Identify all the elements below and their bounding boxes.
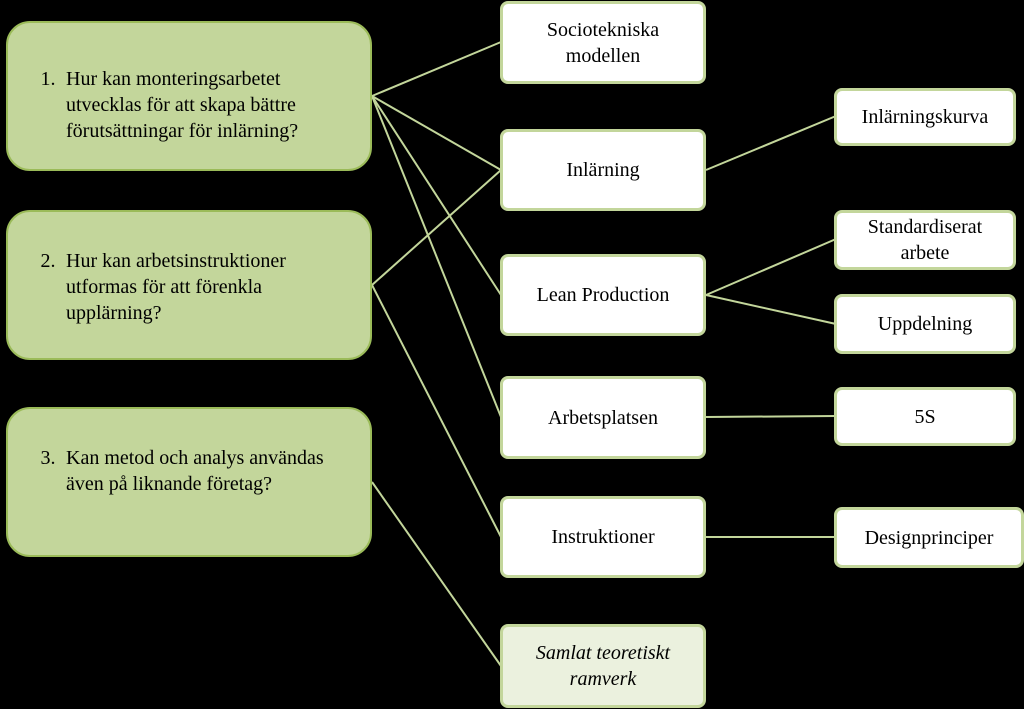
subtopic-designprinciper-label: Designprinciper	[864, 526, 994, 549]
question-2: 2. Hur kan arbetsinstruktioner utformas …	[6, 210, 372, 360]
link-lean-uppdelning	[705, 294, 837, 325]
topic-lean-label: Lean Production	[536, 284, 670, 306]
link-q1-sociotekniska	[371, 41, 502, 97]
topic-arbetsplatsen-label: Arbetsplatsen	[548, 406, 658, 429]
link-q2-inlarning	[371, 169, 502, 286]
link-q1-lean	[371, 95, 502, 296]
subtopic-designprinciper: Designprinciper	[834, 507, 1024, 568]
topic-sociotekniska-modellen: Sociotekniska modellen	[500, 1, 706, 84]
question-2-number: 2.	[40, 250, 56, 272]
link-q1-arbetsplatsen	[371, 95, 502, 418]
question-1: 1. Hur kan monteringsarbetet utvecklas f…	[6, 21, 372, 171]
link-q2-instruktioner	[371, 284, 502, 538]
question-3-text: Kan metod och analys användas även på li…	[66, 447, 324, 495]
question-1-text: Hur kan monteringsarbetet utvecklas för …	[66, 68, 299, 142]
link-q3-ramverk	[371, 481, 502, 667]
subtopic-5s-label: 5S	[914, 405, 936, 428]
subtopic-inlarningskurva-label: Inlärningskurva	[861, 106, 989, 128]
subtopic-uppdelning: Uppdelning	[834, 294, 1016, 354]
topic-inlarning-label: Inlärning	[566, 159, 640, 181]
topic-arbetsplatsen: Arbetsplatsen	[500, 376, 706, 459]
link-q1-inlarning	[371, 95, 502, 171]
link-inlarning-inlarningskurva	[705, 115, 837, 171]
topic-samlat-ramverk: Samlat teoretiskt ramverk	[500, 624, 706, 708]
subtopic-5s: 5S	[834, 387, 1016, 446]
question-1-number: 1.	[40, 68, 56, 90]
link-lean-standardiserat	[705, 238, 837, 296]
topic-ramverk-label: Samlat teoretiskt ramverk	[535, 642, 671, 690]
question-3-number: 3.	[40, 447, 56, 469]
subtopic-standardiserat-arbete: Standardiserat arbete	[834, 210, 1016, 270]
subtopic-inlarningskurva: Inlärningskurva	[834, 88, 1016, 146]
topic-instruktioner: Instruktioner	[500, 496, 706, 578]
topic-sociotekniska-label: Sociotekniska modellen	[546, 18, 660, 67]
question-2-text: Hur kan arbetsinstruktioner utformas för…	[66, 250, 286, 324]
topic-lean-production: Lean Production	[500, 254, 706, 336]
subtopic-uppdelning-label: Uppdelning	[877, 313, 973, 335]
link-arbetsplatsen-5s	[705, 415, 837, 418]
subtopic-standardiserat-label: Standardiserat arbete	[867, 216, 983, 264]
question-3: 3. Kan metod och analys användas även på…	[6, 407, 372, 557]
topic-inlarning: Inlärning	[500, 129, 706, 211]
topic-instruktioner-label: Instruktioner	[551, 526, 655, 548]
